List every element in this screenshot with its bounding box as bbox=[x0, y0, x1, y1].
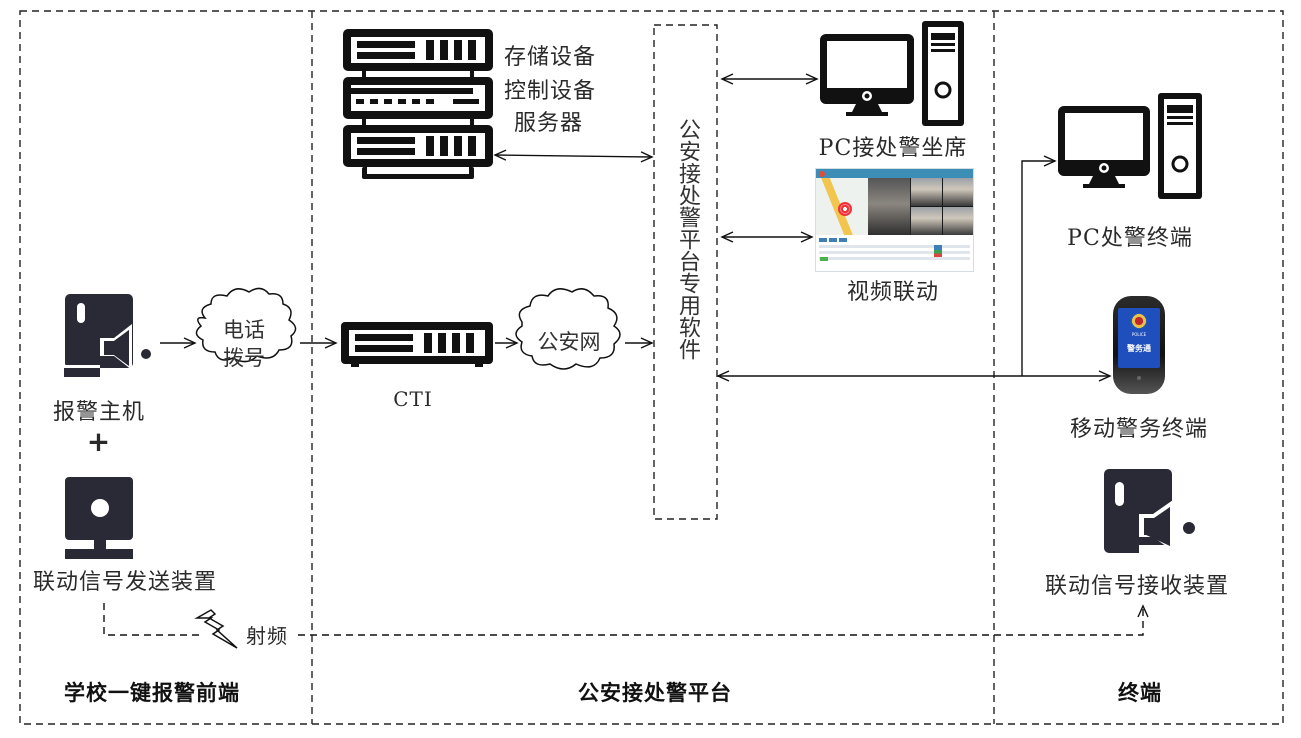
cti-device-icon bbox=[341, 322, 493, 367]
video-feed bbox=[942, 178, 973, 206]
mobile-terminal-label: 移动警务终端 bbox=[1069, 417, 1209, 442]
alarm-table bbox=[816, 235, 973, 266]
cti-label: CTI bbox=[393, 387, 433, 411]
video-app-header bbox=[816, 169, 973, 178]
phone-screen: POLICE 警务通 bbox=[1118, 308, 1160, 368]
rf-link-label: 射频 bbox=[246, 624, 288, 648]
pc-terminal-label: PC处警终端 bbox=[1067, 226, 1193, 251]
video-feed bbox=[942, 207, 973, 235]
phone-dial-cloud-label-1: 电话 bbox=[223, 317, 265, 342]
pc-seat-label: PC接处警坐席 bbox=[818, 136, 968, 161]
lightning-icon bbox=[194, 609, 238, 649]
desktop-pc-icon-seat bbox=[820, 21, 964, 126]
edge-software-pcterminal bbox=[1021, 155, 1057, 376]
desktop-pc-icon-terminal bbox=[1058, 93, 1202, 199]
police-net-cloud bbox=[515, 288, 621, 370]
video-feed bbox=[911, 178, 942, 206]
server-rack-icon bbox=[343, 29, 493, 179]
signal-receiver-icon bbox=[1104, 469, 1195, 557]
plus-sign: + bbox=[86, 425, 112, 458]
phone-dial-cloud-label-2: 拨号 bbox=[223, 345, 265, 370]
main-video-feed bbox=[868, 178, 911, 235]
rf-link-line bbox=[103, 603, 1149, 636]
server-label-server: 服务器 bbox=[514, 111, 584, 136]
signal-sender-icon bbox=[65, 477, 133, 559]
phone-home-button bbox=[1137, 376, 1141, 380]
alarm-host-label: 报警主机 bbox=[52, 400, 146, 425]
video-feed-grid bbox=[911, 178, 973, 235]
linkage-receiver-label: 联动信号接收装置 bbox=[1044, 574, 1230, 599]
phone-app-name: 警务通 bbox=[1127, 344, 1151, 353]
app-logo-icon bbox=[819, 170, 825, 177]
zone-title-terminal: 终端 bbox=[1118, 681, 1162, 705]
map-panel bbox=[816, 178, 868, 235]
zone-title-platform: 公安接处警平台 bbox=[578, 681, 732, 705]
police-phone-icon: POLICE 警务通 bbox=[1113, 296, 1165, 394]
platform-software-box bbox=[653, 24, 718, 520]
server-label-control: 控制设备 bbox=[504, 79, 597, 104]
phone-dial-cloud bbox=[195, 287, 297, 363]
server-label-storage: 存储设备 bbox=[504, 45, 597, 70]
video-feed bbox=[911, 207, 942, 235]
linkage-sender-label: 联动信号发送装置 bbox=[33, 570, 218, 595]
outer-border bbox=[19, 10, 1284, 725]
alarm-location-pin-icon bbox=[838, 202, 852, 216]
video-linkage-screenshot bbox=[815, 168, 974, 272]
zone-title-front-end: 学校一键报警前端 bbox=[64, 681, 240, 705]
video-linkage-label: 视频联动 bbox=[846, 280, 940, 305]
phone-caption: POLICE bbox=[1131, 332, 1147, 337]
police-badge-icon bbox=[1131, 313, 1147, 329]
platform-software-label: 公安接处警平台专用软件 bbox=[675, 118, 700, 360]
connection-lines bbox=[160, 73, 1112, 382]
zone-borders bbox=[19, 10, 1284, 725]
police-net-cloud-label: 公安网 bbox=[537, 329, 601, 354]
alarm-host-icon bbox=[64, 294, 151, 377]
edge-server-software bbox=[493, 149, 654, 163]
